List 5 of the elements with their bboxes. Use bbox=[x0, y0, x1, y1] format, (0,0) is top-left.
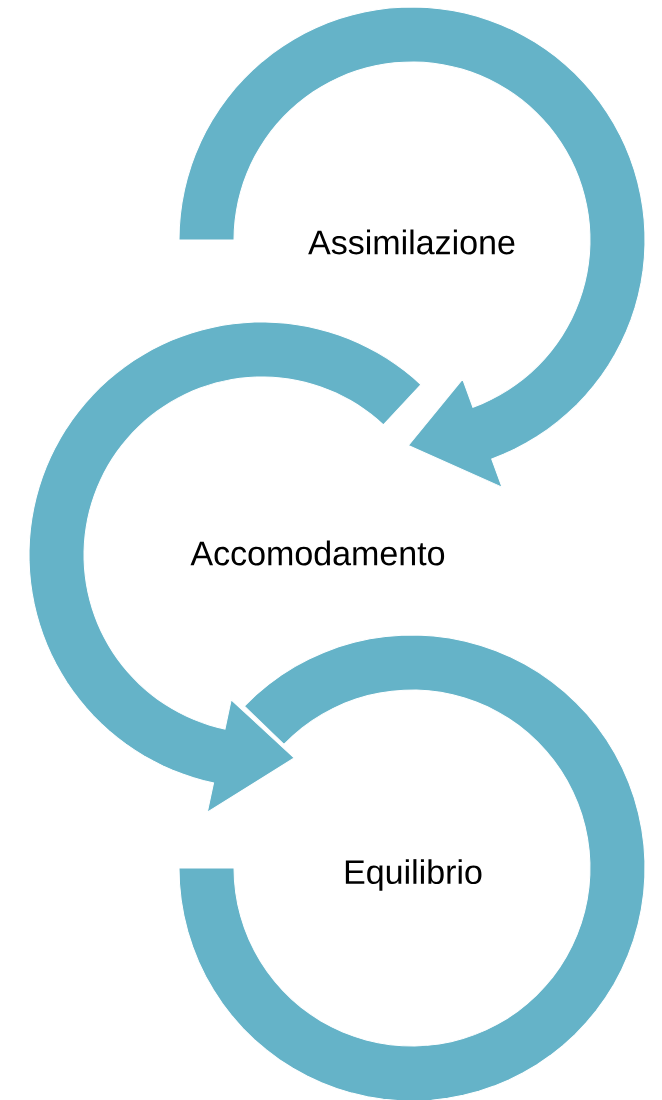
stage-label: Assimilazione bbox=[308, 229, 515, 255]
curved-arrow bbox=[28, 321, 422, 813]
curved-arrow bbox=[178, 6, 646, 488]
stage-label: Accomodamento bbox=[190, 540, 445, 566]
stage-label: Equilibrio bbox=[345, 859, 482, 891]
